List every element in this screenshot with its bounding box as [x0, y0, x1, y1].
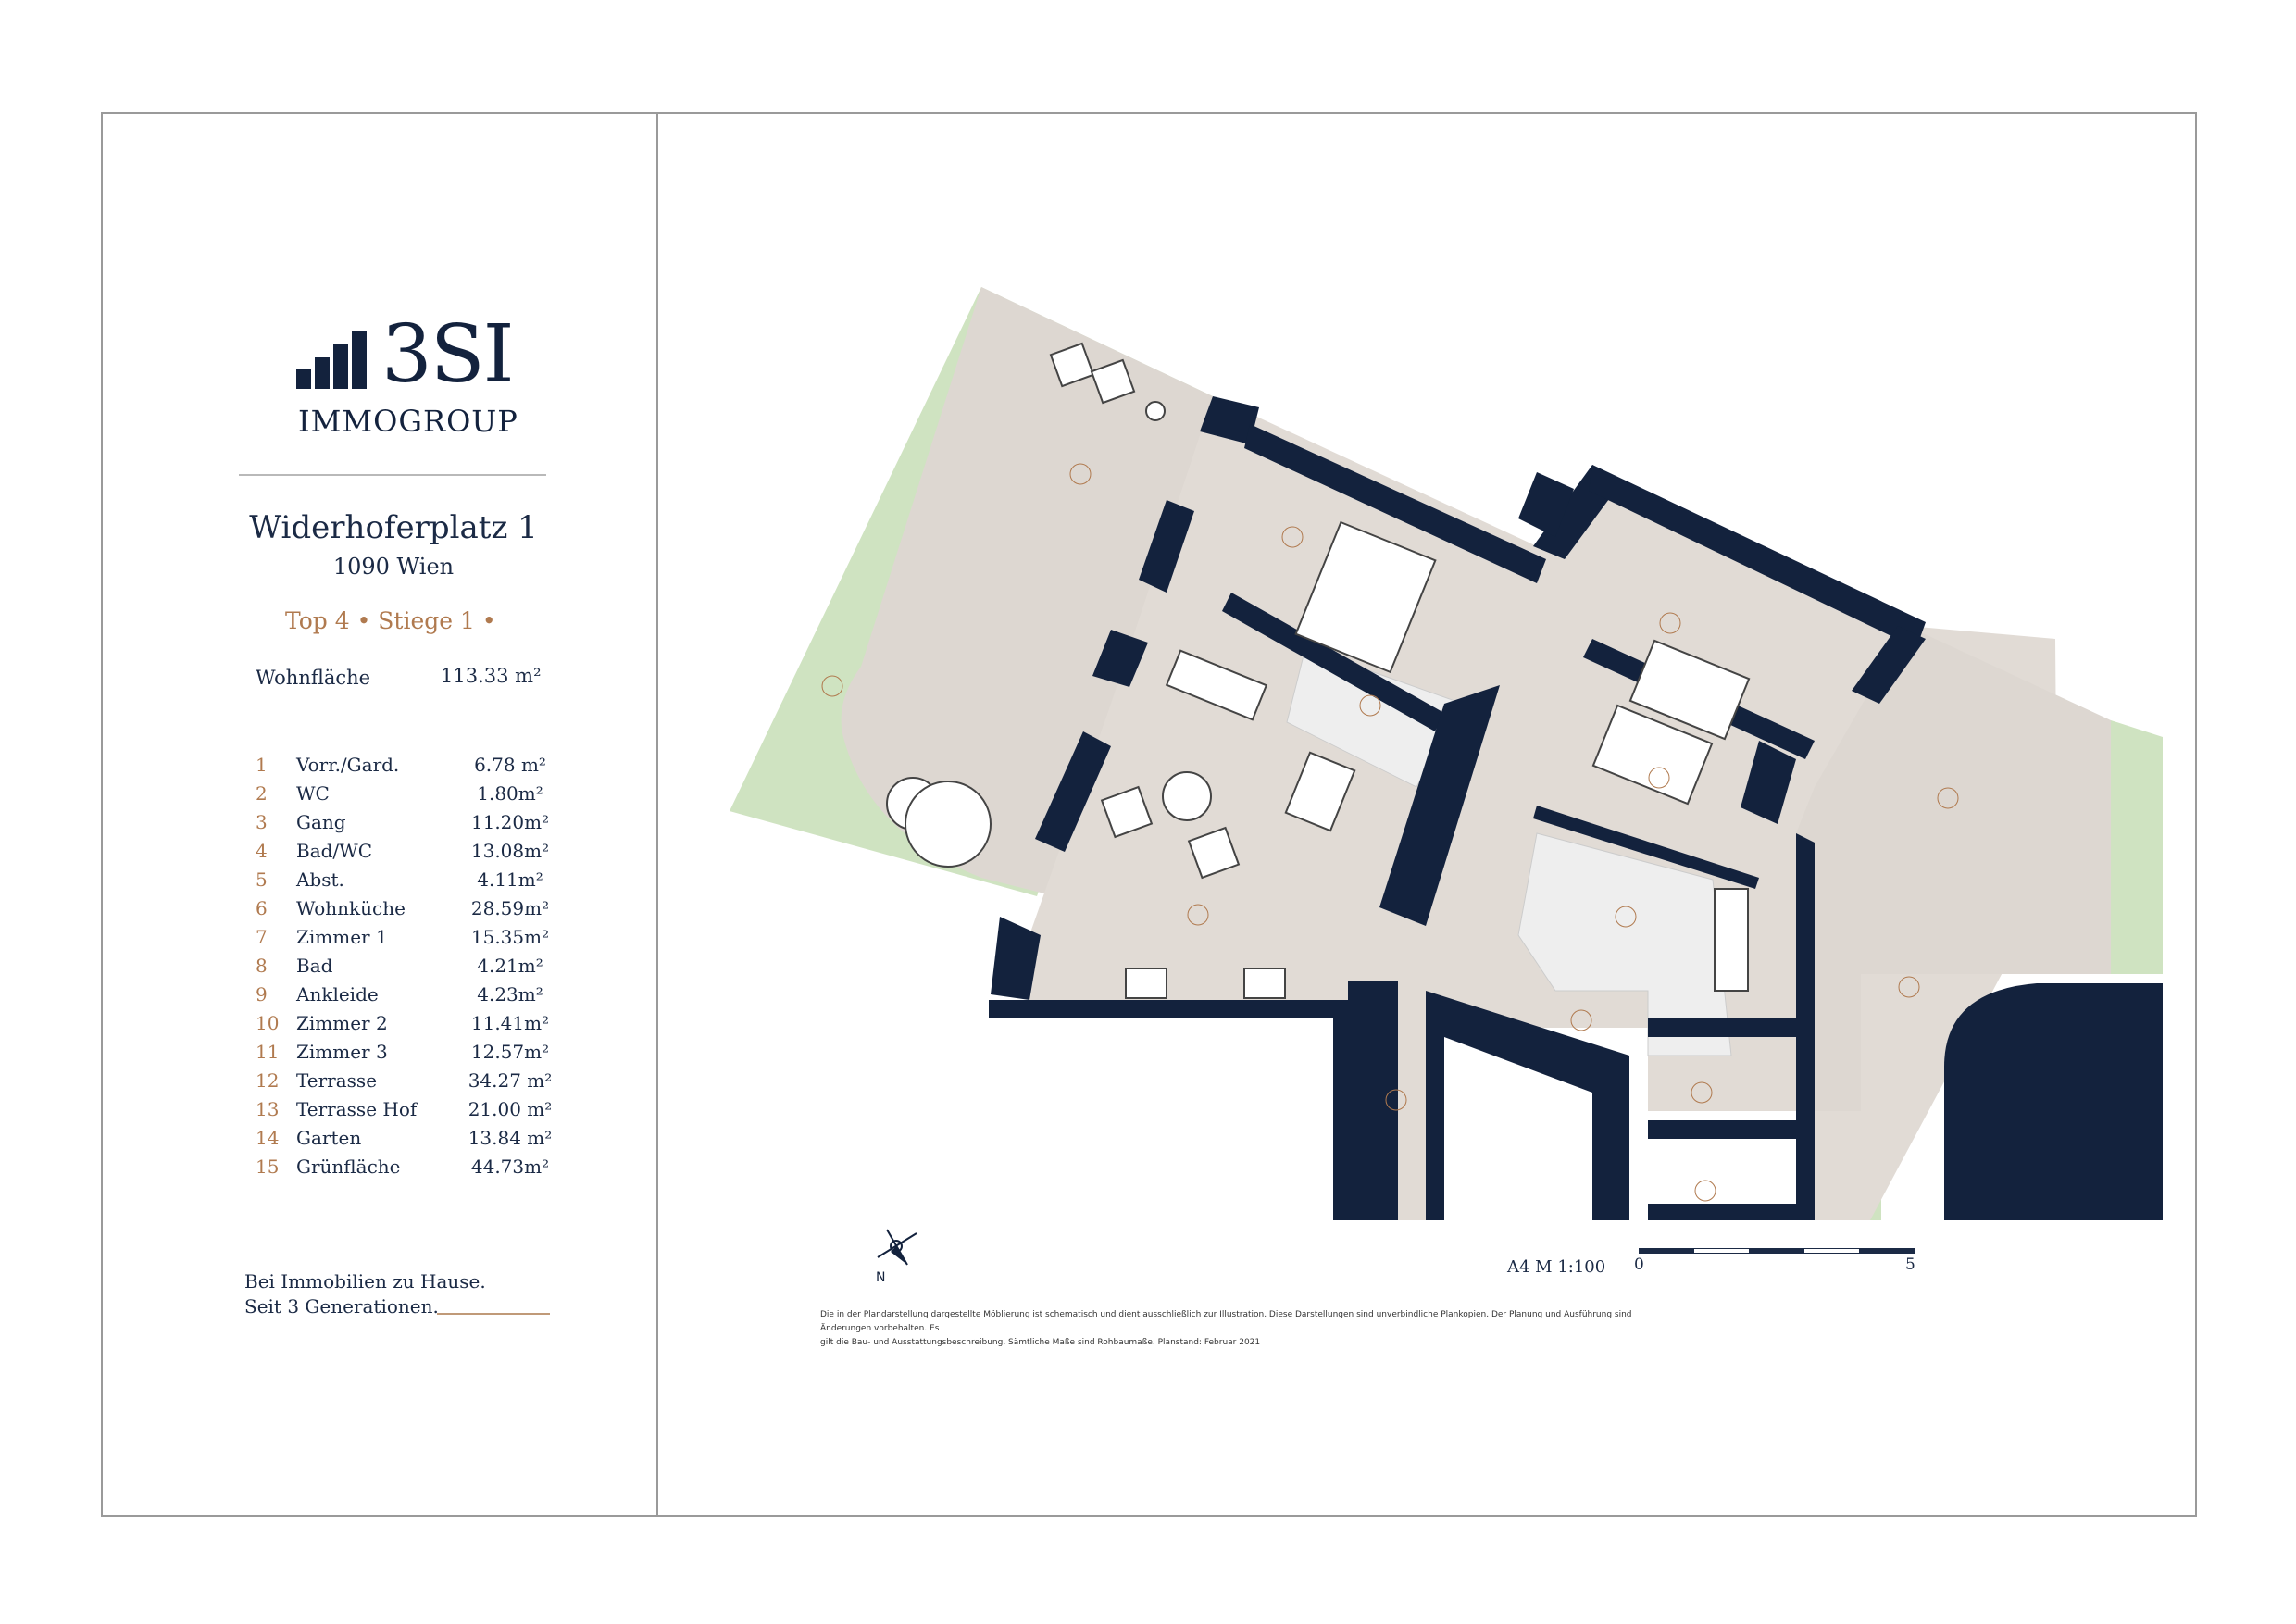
room-area: 44.73m² [470, 1156, 550, 1178]
plan-disclaimer: Die in der Plandarstellung dargestellte … [820, 1308, 1653, 1350]
room-name: Terrasse Hof [296, 1098, 418, 1120]
room-name: Zimmer 3 [296, 1041, 388, 1063]
room-number: 7 [256, 926, 268, 948]
page-frame [101, 112, 2197, 1517]
room-area: 28.59m² [470, 897, 550, 919]
room-area: 4.23m² [477, 983, 543, 1006]
room-row: 11 Zimmer 3 12.57m² [250, 1041, 565, 1069]
room-area: 6.78 m² [474, 754, 546, 776]
room-number: 13 [256, 1098, 280, 1120]
room-name: Garten [296, 1127, 362, 1149]
scale-start: 0 [1634, 1255, 1644, 1274]
room-row: 6 Wohnküche 28.59m² [250, 897, 565, 926]
room-row: 12 Terrasse 34.27 m² [250, 1069, 565, 1098]
logo-bars-icon [296, 326, 381, 389]
room-area: 12.57m² [470, 1041, 550, 1063]
room-row: 3 Gang 11.20m² [250, 811, 565, 840]
living-area-value: 113.33 m² [441, 665, 542, 687]
column-divider [656, 112, 658, 1517]
terrasse-hof-area [1796, 626, 2111, 1111]
scale-end: 5 [1905, 1255, 1915, 1274]
room-name: Bad/WC [296, 840, 373, 862]
room-list: 1 Vorr./Gard. 6.78 m² 2 WC 1.80m² 3 Gang 11.20… [250, 754, 565, 1184]
logo-wordmark: 3SI [381, 308, 515, 401]
room-number: 8 [256, 955, 268, 977]
room-row: 5 Abst. 4.11m² [250, 868, 565, 897]
room-row: 8 Bad 4.21m² [250, 955, 565, 983]
room-number: 4 [256, 840, 268, 862]
room-area: 15.35m² [470, 926, 550, 948]
room-row: 9 Ankleide 4.23m² [250, 983, 565, 1012]
room-area: 34.27 m² [468, 1069, 553, 1092]
room-number: 1 [256, 754, 268, 776]
room-row: 7 Zimmer 1 15.35m² [250, 926, 565, 955]
room-number: 11 [256, 1041, 280, 1063]
scale-label: A4 M 1:100 [1507, 1257, 1606, 1277]
logo-subtitle: IMMOGROUP [298, 404, 518, 439]
floor-plan [730, 287, 2163, 1220]
room-name: Vorr./Gard. [296, 754, 400, 776]
header-divider [239, 474, 546, 476]
room-row: 15 Grünfläche 44.73m² [250, 1156, 565, 1184]
room-area: 4.21m² [477, 955, 543, 977]
tagline-rule [437, 1313, 550, 1315]
room-row: 4 Bad/WC 13.08m² [250, 840, 565, 868]
room-name: Grünfläche [296, 1156, 401, 1178]
room-area: 13.84 m² [468, 1127, 553, 1149]
room-number: 6 [256, 897, 268, 919]
disclaimer-line-2: gilt die Bau- und Ausstattungsbeschreibu… [820, 1338, 1261, 1347]
room-number: 14 [256, 1127, 280, 1149]
address-title: Widerhoferplatz 1 [249, 509, 538, 546]
north-arrow-icon: N [876, 1229, 917, 1285]
room-area: 21.00 m² [468, 1098, 553, 1120]
room-name: Wohnküche [296, 897, 406, 919]
room-area: 11.41m² [470, 1012, 550, 1034]
room-number: 10 [256, 1012, 280, 1034]
room-area: 1.80m² [477, 782, 543, 805]
disclaimer-line-1: Die in der Plandarstellung dargestellte … [820, 1310, 1632, 1333]
room-area: 11.20m² [470, 811, 550, 833]
room-number: 5 [256, 868, 268, 891]
scale-bar [1639, 1248, 1915, 1254]
unit-label: Top 4 • Stiege 1 • [285, 607, 496, 634]
walls [989, 396, 1926, 1220]
room-name: WC [296, 782, 330, 805]
bad-8-tiles [1286, 647, 1464, 788]
room-row: 13 Terrasse Hof 21.00 m² [250, 1098, 565, 1127]
room-name: Gang [296, 811, 346, 833]
room-area: 13.08m² [470, 840, 550, 862]
room-row: 1 Vorr./Gard. 6.78 m² [250, 754, 565, 782]
room-row: 14 Garten 13.84 m² [250, 1127, 565, 1156]
room-name: Abst. [296, 868, 344, 891]
room-area: 4.11m² [477, 868, 543, 891]
terrasse-area [841, 287, 1213, 896]
room-number: 9 [256, 983, 268, 1006]
furniture [886, 342, 1751, 999]
room-markers [821, 463, 1959, 1202]
room-name: Terrasse [296, 1069, 378, 1092]
north-label: N [876, 1270, 885, 1285]
room-name: Ankleide [296, 983, 379, 1006]
room-row: 2 WC 1.80m² [250, 782, 565, 811]
tagline-line-2: Seit 3 Generationen. [244, 1295, 439, 1318]
room-row: 10 Zimmer 2 11.41m² [250, 1012, 565, 1041]
room-number: 2 [256, 782, 268, 805]
living-area-label: Wohnfläche [256, 667, 371, 689]
room-number: 12 [256, 1069, 280, 1092]
room-number: 15 [256, 1156, 280, 1178]
room-name: Bad [296, 955, 333, 977]
brand-logo: 3SI IMMOGROUP [296, 313, 528, 439]
room-name: Zimmer 2 [296, 1012, 388, 1034]
tagline-line-1: Bei Immobilien zu Hause. [244, 1270, 486, 1293]
room-number: 3 [256, 811, 268, 833]
address-city: 1090 Wien [332, 554, 455, 580]
courtyard-block [1944, 983, 2163, 1220]
room-name: Zimmer 1 [296, 926, 388, 948]
